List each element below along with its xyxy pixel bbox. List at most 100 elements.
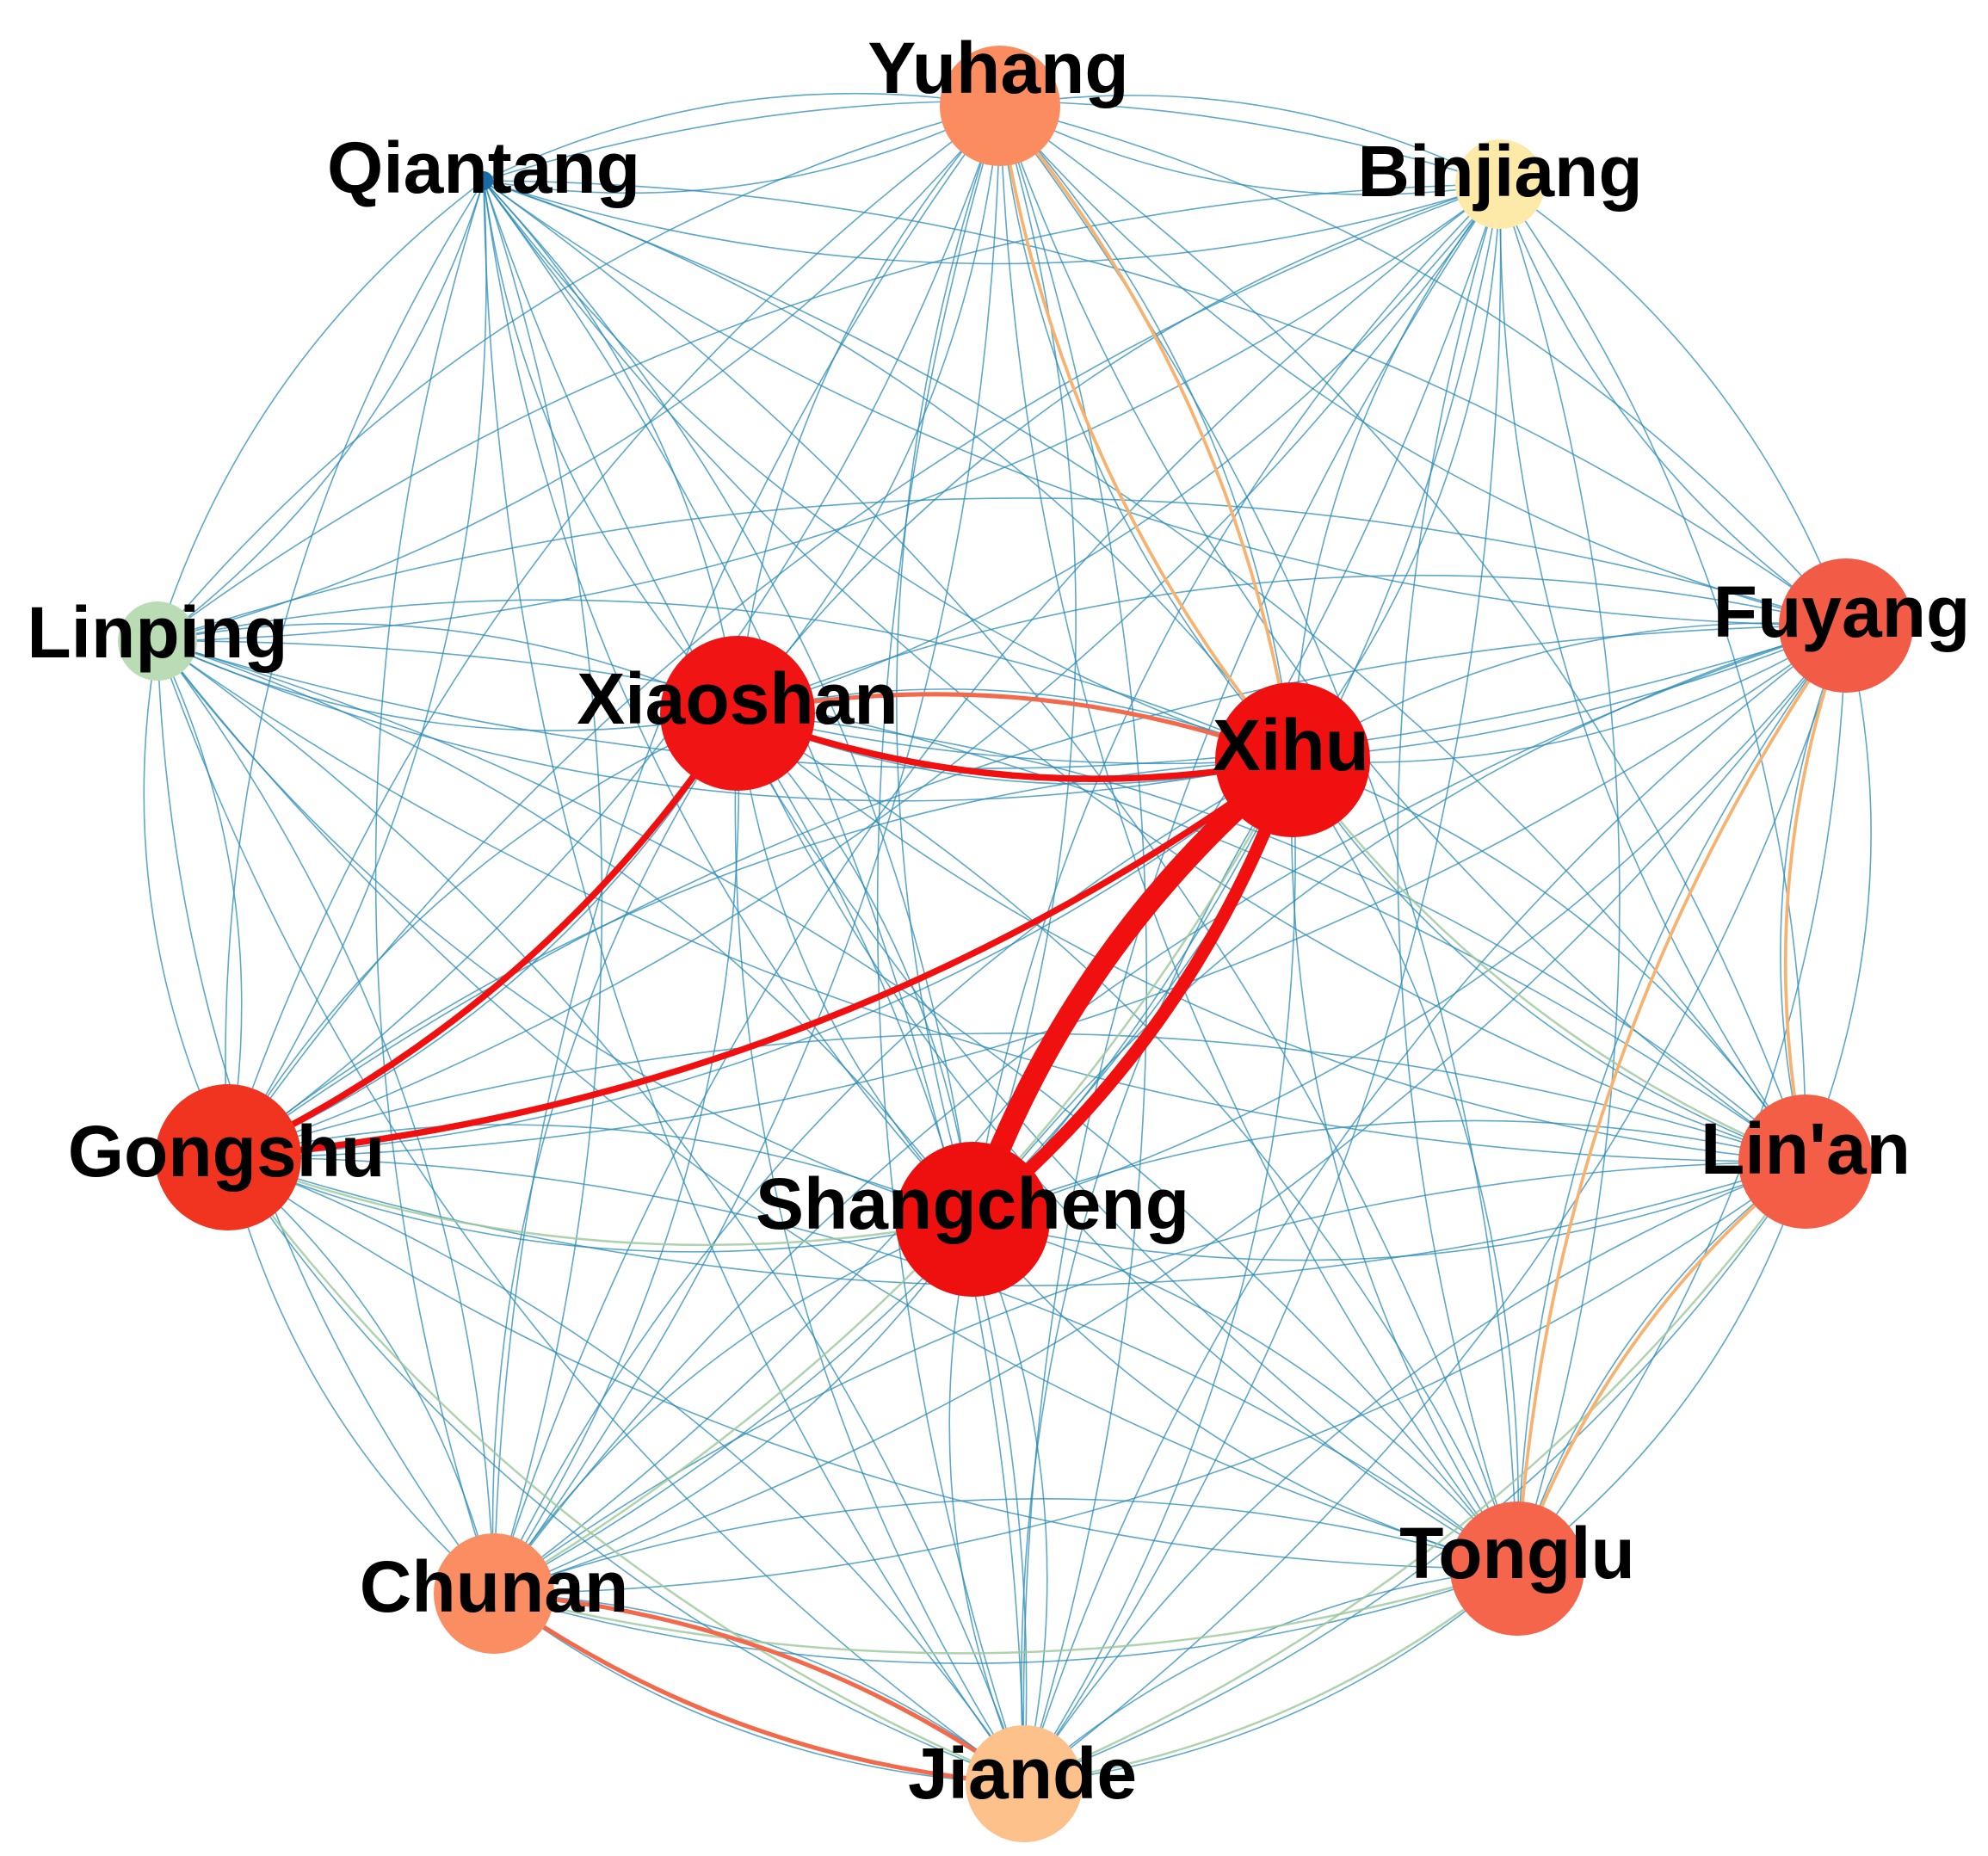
weak-edge <box>227 712 738 1158</box>
weak-edge <box>1499 183 1847 626</box>
node-label: Qiantang <box>327 127 640 208</box>
weak-edge <box>491 712 738 1594</box>
weak-edge <box>483 180 1518 1569</box>
weak-edge <box>972 625 1847 1220</box>
weak-edge <box>1292 759 1520 1569</box>
node-circle <box>660 636 815 791</box>
weak-edge <box>483 180 1025 1785</box>
strong-edge-shangcheng-xihu <box>966 753 1300 1226</box>
strong-edge-gongshu-jiande <box>226 1156 1026 1785</box>
weak-edge <box>227 1033 1806 1162</box>
node-circle <box>1779 558 1913 693</box>
weak-edge <box>1023 1568 1518 1785</box>
weak-edge <box>493 1498 1518 1594</box>
weak-edge <box>157 640 1518 1569</box>
weak-edge <box>157 623 738 714</box>
strong-edge-chunan-tonglu <box>492 1567 1519 1655</box>
weak-edge <box>1292 759 1806 1162</box>
strong-edge-fuyang-linan <box>1783 624 1848 1163</box>
weak-edge <box>157 640 1293 802</box>
weak-edge <box>1023 1161 1806 1785</box>
node-circle <box>895 1142 1050 1297</box>
weak-edge <box>1292 759 1806 1162</box>
weak-edge <box>483 180 1518 1569</box>
weak-edge <box>227 625 1847 1158</box>
weak-edge <box>374 180 495 1594</box>
weak-edge <box>157 183 1501 642</box>
weak-edge <box>157 640 1025 1785</box>
node-gongshu: Gongshu <box>68 1084 385 1230</box>
weak-edge <box>493 1568 1518 1664</box>
weak-edge <box>483 180 1847 626</box>
weak-edge <box>493 625 1847 1594</box>
weak-edge <box>227 105 1001 1158</box>
weak-edge <box>1780 625 1847 1162</box>
node-linping: Linping <box>27 592 288 681</box>
strong-edge-gongshu-shangcheng <box>226 1156 974 1247</box>
weak-edge <box>972 1161 1806 1261</box>
node-label: Chunan <box>360 1546 629 1627</box>
weak-edge <box>227 1156 1518 1569</box>
weak-edge <box>999 105 1293 761</box>
weak-edge <box>493 183 1501 1594</box>
strong-edge-jiande-linan <box>1022 1160 1807 1785</box>
weak-edge <box>896 105 1001 1220</box>
weak-edge <box>493 1218 973 1594</box>
node-label: Linping <box>27 592 287 673</box>
weak-edge <box>972 105 1077 1220</box>
weak-edge <box>157 599 1293 761</box>
node-circle <box>940 46 1060 166</box>
weak-edge <box>493 105 1001 1594</box>
node-circle <box>1450 1501 1584 1636</box>
weak-edge <box>972 625 1847 1220</box>
node-circle <box>155 1084 301 1230</box>
node-binjiang: Binjiang <box>1357 131 1643 229</box>
strong-edge-chunan-jiande <box>491 1591 1027 1786</box>
node-label: Jiande <box>908 1733 1137 1814</box>
node-label: Yuhang <box>867 28 1128 108</box>
weak-edge <box>483 180 738 714</box>
weak-edge <box>493 1593 1025 1785</box>
node-jiande: Jiande <box>908 1725 1137 1842</box>
weak-edge <box>999 105 1806 1162</box>
weak-edge <box>157 180 485 642</box>
node-qiantang: Qiantang <box>327 127 640 208</box>
weak-edge <box>493 712 740 1594</box>
strong-edge-jiande-tonglu <box>1022 1567 1519 1785</box>
node-label: Fuyang <box>1713 571 1971 652</box>
weak-edge <box>1023 625 1847 1785</box>
nodes-layer: Yuhang Qiantang Binjiang Linping Fuyang … <box>27 28 1970 1842</box>
weak-edge <box>157 640 973 1220</box>
node-label: Shangcheng <box>756 1163 1189 1244</box>
weak-edge <box>157 105 1001 642</box>
weak-edge <box>1499 183 1847 626</box>
node-xihu: Xihu <box>1213 682 1370 837</box>
weak-edge <box>227 1156 1518 1569</box>
weak-edge <box>227 183 1501 1158</box>
strong-edge-xiaoshan-xihu <box>734 710 1296 782</box>
strong-edge-gongshu-xiaoshan <box>225 710 741 1161</box>
weak-edge <box>493 1218 973 1594</box>
weak-edge <box>483 92 1001 182</box>
node-circle <box>1738 1094 1873 1229</box>
weak-edge <box>972 1218 1048 1785</box>
node-shangcheng: Shangcheng <box>756 1142 1189 1297</box>
strong-edge-xihu-yuhang <box>998 104 1294 762</box>
weak-edge <box>157 640 1518 1569</box>
weak-edge <box>734 712 1025 1785</box>
weak-edge <box>1023 759 1296 1785</box>
strong-edge-fuyang-tonglu <box>1516 624 1848 1570</box>
weak-edge <box>483 180 738 714</box>
weak-edge <box>1499 183 1806 1162</box>
weak-edge <box>876 105 1025 1785</box>
weak-edge <box>1292 183 1501 761</box>
weak-edge <box>737 712 973 1220</box>
weak-edge <box>737 105 1001 714</box>
node-circle <box>1215 682 1370 837</box>
weak-edge <box>1397 183 1518 1569</box>
weak-edge <box>737 688 1293 761</box>
weak-edge <box>157 183 1501 642</box>
weak-edge <box>1499 183 1806 1162</box>
weak-edge <box>493 759 1293 1594</box>
